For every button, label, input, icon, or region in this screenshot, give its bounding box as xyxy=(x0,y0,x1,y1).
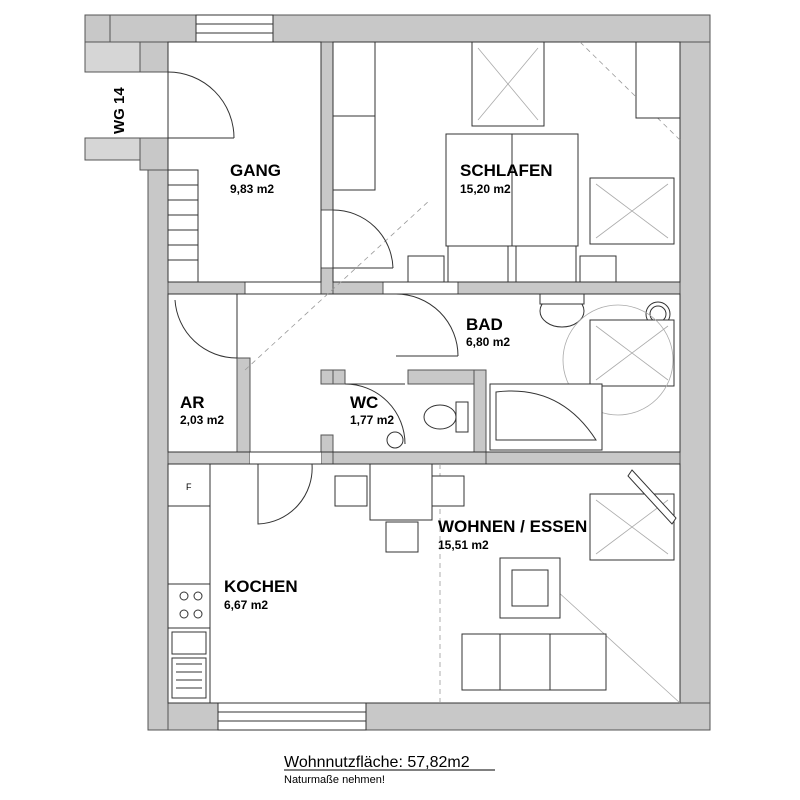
summary-note: Naturmaße nehmen! xyxy=(284,774,385,786)
room-name-bad: BAD xyxy=(466,315,503,334)
kochen-furniture xyxy=(167,463,313,704)
wc-furniture xyxy=(344,383,469,449)
room-area-wohnen: 15,51 m2 xyxy=(438,538,489,552)
room-name-gang: GANG xyxy=(230,161,281,180)
unit-tag: WG 14 xyxy=(111,87,128,134)
room-area-wc: 1,77 m2 xyxy=(350,413,394,427)
gang-furniture xyxy=(167,71,394,283)
room-labels: WG 14 GANG 9,83 m2 SCHLAFEN 15,20 m2 BAD… xyxy=(111,87,587,612)
room-area-ar: 2,03 m2 xyxy=(180,413,224,427)
windows xyxy=(195,14,367,731)
room-name-kochen: KOCHEN xyxy=(224,577,298,596)
wohnen-furniture xyxy=(334,463,677,691)
room-area-gang: 9,83 m2 xyxy=(230,182,274,196)
bad-furniture xyxy=(395,293,675,451)
fridge-label: F xyxy=(186,482,192,492)
room-area-kochen: 6,67 m2 xyxy=(224,598,268,612)
room-name-schlafen: SCHLAFEN xyxy=(460,161,553,180)
schlafen-furniture xyxy=(332,41,681,283)
ar-door xyxy=(174,294,238,359)
room-area-bad: 6,80 m2 xyxy=(466,335,510,349)
room-area-schlafen: 15,20 m2 xyxy=(460,182,511,196)
room-name-wc: WC xyxy=(350,393,378,412)
summary-total: Wohnnutzfläche: 57,82m2 xyxy=(284,754,470,771)
room-name-ar: AR xyxy=(180,393,205,412)
room-name-wohnen: WOHNEN / ESSEN xyxy=(438,517,587,536)
summary: Wohnnutzfläche: 57,82m2 Naturmaße nehmen… xyxy=(284,754,495,786)
